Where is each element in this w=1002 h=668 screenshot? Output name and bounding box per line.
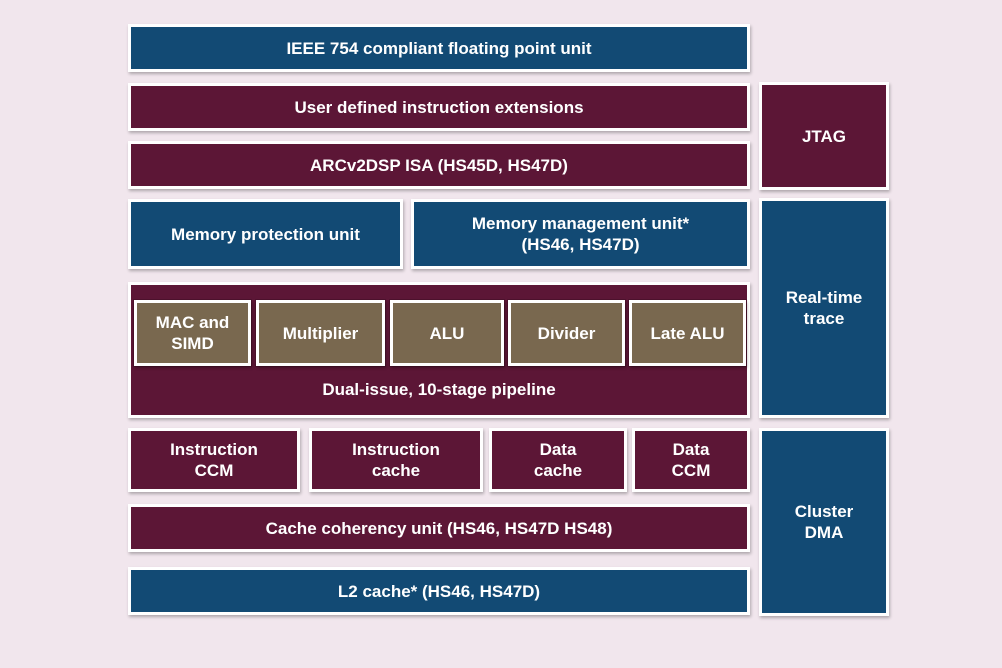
- arcv2dsp-isa-block: ARCv2DSP ISA (HS45D, HS47D): [128, 141, 750, 189]
- memory-protection-unit-block: Memory protection unit: [128, 199, 403, 269]
- data-cache-block: Data cache: [489, 428, 627, 492]
- cache-coherency-unit-block: Cache coherency unit (HS46, HS47D HS48): [128, 504, 750, 552]
- l2-cache-block: L2 cache* (HS46, HS47D): [128, 567, 750, 615]
- floating-point-unit-label: IEEE 754 compliant floating point unit: [286, 38, 592, 58]
- instruction-cache-block: Instruction cache: [309, 428, 483, 492]
- memory-management-unit-line1: Memory management unit*: [471, 214, 690, 233]
- pipeline-unit-alu: ALU: [390, 300, 504, 366]
- pipeline-unit-multiplier: Multiplier: [256, 300, 385, 366]
- late-alu-label: Late ALU: [650, 323, 725, 343]
- divider-label: Divider: [537, 323, 596, 343]
- pipeline-unit-divider: Divider: [508, 300, 625, 366]
- user-instruction-extensions-block: User defined instruction extensions: [128, 83, 750, 131]
- pipeline-unit-mac-simd: MAC and SIMD: [134, 300, 251, 366]
- multiplier-label: Multiplier: [282, 323, 359, 343]
- real-time-trace-block: Real-time trace: [759, 198, 889, 418]
- alu-label: ALU: [429, 323, 465, 343]
- user-instruction-extensions-label: User defined instruction extensions: [294, 97, 584, 117]
- instruction-ccm-line2: CCM: [194, 461, 234, 480]
- cluster-dma-line2: DMA: [804, 523, 844, 542]
- instruction-cache-line1: Instruction: [352, 440, 440, 459]
- memory-management-unit-block: Memory management unit* (HS46, HS47D): [411, 199, 750, 269]
- jtag-label: JTAG: [801, 126, 847, 146]
- memory-protection-unit-label: Memory protection unit: [171, 224, 360, 244]
- real-time-trace-line2: trace: [803, 309, 845, 328]
- data-ccm-line2: CCM: [671, 461, 711, 480]
- instruction-ccm-block: Instruction CCM: [128, 428, 300, 492]
- cluster-dma-line1: Cluster: [794, 502, 854, 521]
- data-ccm-line1: Data: [672, 440, 710, 459]
- cluster-dma-block: Cluster DMA: [759, 428, 889, 616]
- pipeline-label: Dual-issue, 10-stage pipeline: [322, 380, 556, 399]
- data-ccm-block: Data CCM: [632, 428, 750, 492]
- pipeline-unit-late-alu: Late ALU: [629, 300, 746, 366]
- data-cache-line1: Data: [539, 440, 577, 459]
- real-time-trace-line1: Real-time: [785, 288, 863, 307]
- instruction-cache-line2: cache: [371, 461, 421, 480]
- data-cache-line2: cache: [533, 461, 583, 480]
- l2-cache-label: L2 cache* (HS46, HS47D): [337, 581, 541, 601]
- jtag-block: JTAG: [759, 82, 889, 190]
- floating-point-unit-block: IEEE 754 compliant floating point unit: [128, 24, 750, 72]
- memory-management-unit-line2: (HS46, HS47D): [521, 235, 640, 254]
- arcv2dsp-isa-label: ARCv2DSP ISA (HS45D, HS47D): [310, 155, 568, 175]
- cache-coherency-unit-label: Cache coherency unit (HS46, HS47D HS48): [265, 518, 613, 538]
- mac-simd-line1: MAC and: [155, 313, 230, 332]
- instruction-ccm-line1: Instruction: [170, 440, 258, 459]
- mac-simd-line2: SIMD: [171, 334, 214, 353]
